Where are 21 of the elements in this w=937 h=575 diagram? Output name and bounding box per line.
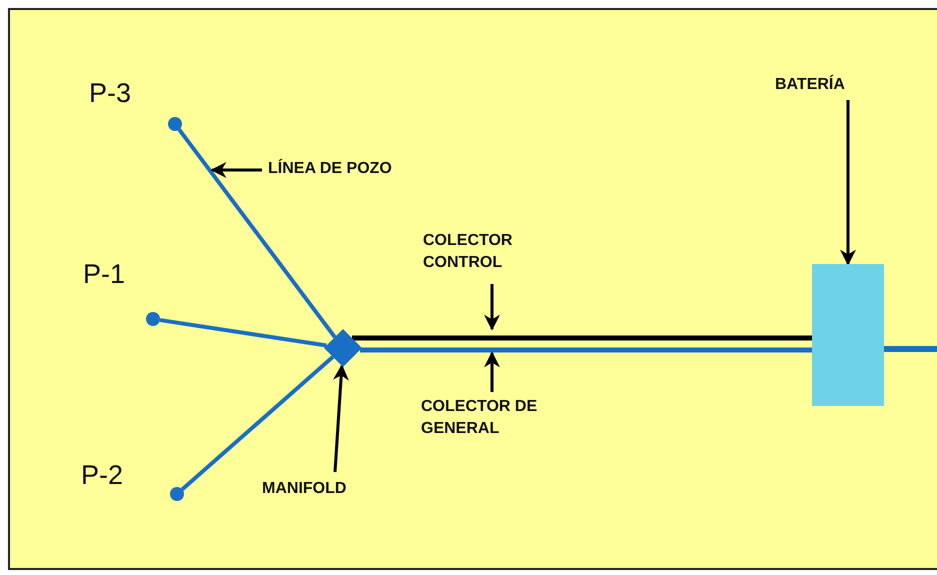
battery-box [812,264,884,406]
leader-arrow [484,351,500,392]
pipe-line [884,346,937,352]
callout-label: COLECTOR CONTROL [423,231,514,273]
callout-label: LÍNEA DE POZO [268,158,393,179]
callout-label: COLECTOR DE GENERAL [421,397,538,439]
callout-label: BATERÍA [775,74,846,95]
leader-arrow [210,162,262,178]
pipe-line [160,318,327,348]
well-label: P-3 [89,78,132,109]
leader-arrow [484,284,500,331]
pipe-line [352,336,812,340]
callout-label: MANIFOLD [262,479,348,499]
well-label: P-1 [83,259,126,290]
pipe-line [178,128,336,338]
pipe-line [360,348,812,352]
manifold-diamond [324,329,362,367]
well-label: P-2 [81,460,124,491]
leader-arrow [840,100,856,266]
pipe-line [180,355,334,491]
leader-arrow [332,364,349,472]
